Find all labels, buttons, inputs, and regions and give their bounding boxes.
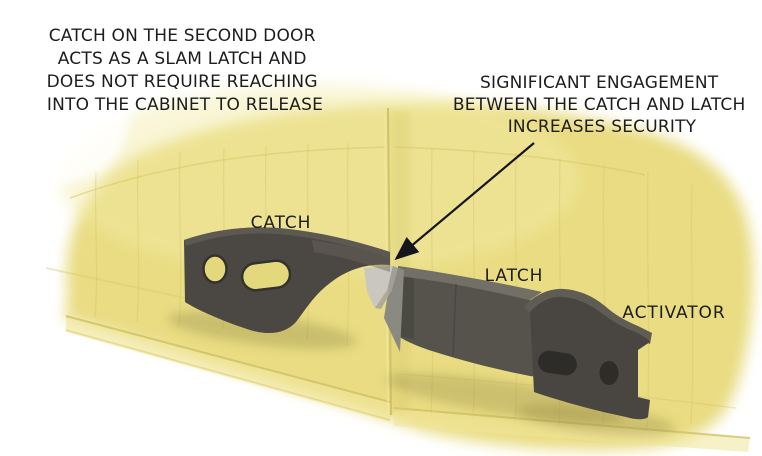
callout-right-line-3: INCREASES SECURITY xyxy=(508,117,697,137)
callout-left-line-4: INTO THE CABINET TO RELEASE xyxy=(47,95,323,115)
catch-top-face xyxy=(184,227,390,258)
callout-left-line-1: CATCH ON THE SECOND DOOR xyxy=(49,26,316,46)
activator-slot-hole xyxy=(538,350,577,376)
leader-arrow xyxy=(394,142,535,261)
latch-front-face xyxy=(398,276,545,378)
wedge-shade xyxy=(375,266,398,309)
latch-top-face xyxy=(398,266,542,300)
engagement-wedge xyxy=(364,266,404,352)
door-top-crease-left xyxy=(69,146,387,199)
catch-round-hole xyxy=(202,254,228,284)
callout-right-line-1: SIGNIFICANT ENGAGEMENT xyxy=(480,73,719,93)
label-activator: ACTIVATOR xyxy=(622,303,725,323)
left-door-bottom-edge xyxy=(65,329,391,421)
activator-holes xyxy=(538,350,619,385)
left-door-bottom-band xyxy=(66,316,390,422)
label-latch: LATCH xyxy=(485,266,544,286)
label-catch: CATCH xyxy=(251,213,312,233)
activator-bracket xyxy=(524,288,652,420)
catch-arm-sheen xyxy=(312,240,390,272)
wedge-face xyxy=(364,266,393,308)
panel-center-glow xyxy=(60,85,580,275)
catch-bracket xyxy=(184,227,390,334)
latch-panel-seam xyxy=(452,283,457,357)
callout-right: SIGNIFICANT ENGAGEMENT BETWEEN THE CATCH… xyxy=(453,73,751,137)
callout-left: CATCH ON THE SECOND DOOR ACTS AS A SLAM … xyxy=(47,26,324,115)
callout-right-line-2: BETWEEN THE CATCH AND LATCH xyxy=(453,95,746,115)
callout-left-line-2: ACTS AS A SLAM LATCH AND xyxy=(58,49,307,69)
left-door-bottom-crease xyxy=(65,315,391,403)
door-top-crease-right xyxy=(393,146,646,176)
activator-front-face xyxy=(530,296,650,420)
callout-left-line-3: DOES NOT REQUIRE REACHING xyxy=(47,72,318,92)
activator-round-hole xyxy=(599,361,619,385)
catch-slot-hole xyxy=(240,259,292,292)
